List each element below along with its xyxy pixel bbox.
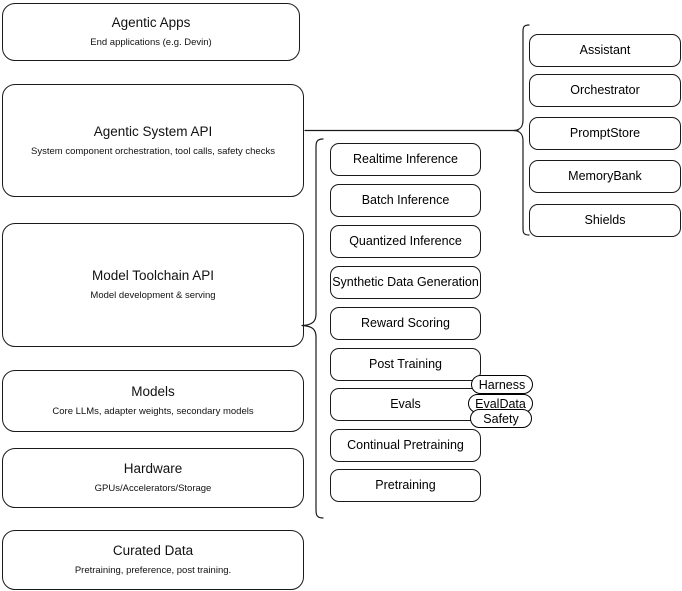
layer-title: Agentic Apps xyxy=(111,15,191,31)
capability-label: Realtime Inference xyxy=(353,151,458,166)
capability-label: Reward Scoring xyxy=(361,315,450,330)
layer-card-agentic-apps[interactable]: Agentic Apps End applications (e.g. Devi… xyxy=(2,3,300,61)
layer-title: Agentic System API xyxy=(93,123,213,139)
connector-line-system-api-to-components xyxy=(304,120,520,142)
capability-label: Quantized Inference xyxy=(349,233,462,248)
layer-card-model-toolchain-api[interactable]: Model Toolchain API Model development & … xyxy=(2,223,304,347)
layer-subtitle: GPUs/Accelerators/Storage xyxy=(94,483,212,494)
layer-subtitle: System component orchestration, tool cal… xyxy=(31,145,275,157)
capability-label: Pretraining xyxy=(375,477,436,492)
capability-quantized-inference[interactable]: Quantized Inference xyxy=(330,225,481,258)
layer-title: Model Toolchain API xyxy=(91,268,215,284)
component-label: Assistant xyxy=(579,42,631,57)
capability-realtime-inference[interactable]: Realtime Inference xyxy=(330,143,481,176)
brace-agentic-system-components xyxy=(512,24,534,236)
component-label: Shields xyxy=(584,212,626,227)
layer-subtitle: End applications (e.g. Devin) xyxy=(90,37,212,48)
capability-label: Batch Inference xyxy=(361,192,450,207)
evals-pill-harness[interactable]: Harness xyxy=(471,375,533,394)
capability-label: Continual Pretraining xyxy=(347,437,464,452)
layer-subtitle: Model development & serving xyxy=(90,290,216,301)
layer-title: Models xyxy=(131,384,175,400)
capability-label: Post Training xyxy=(369,356,442,371)
component-shields[interactable]: Shields xyxy=(529,204,681,237)
brace-model-toolchain-capabilities xyxy=(300,138,326,520)
capability-evals[interactable]: Evals xyxy=(330,388,481,421)
capability-reward-scoring[interactable]: Reward Scoring xyxy=(330,307,481,340)
evals-pill-label: EvalData xyxy=(475,396,526,411)
component-label: PromptStore xyxy=(569,125,641,140)
capability-post-training[interactable]: Post Training xyxy=(330,348,481,381)
layer-card-agentic-system-api[interactable]: Agentic System API System component orch… xyxy=(2,84,304,197)
layer-subtitle: Pretraining, preference, post training. xyxy=(74,565,232,576)
evals-pill-label: Harness xyxy=(478,377,526,392)
capability-label: Evals xyxy=(390,396,421,411)
layer-title: Hardware xyxy=(123,461,183,477)
layer-title: Curated Data xyxy=(112,543,194,559)
layer-card-curated-data[interactable]: Curated Data Pretraining, preference, po… xyxy=(2,530,304,590)
layer-card-models[interactable]: Models Core LLMs, adapter weights, secon… xyxy=(2,370,304,432)
layer-card-hardware[interactable]: Hardware GPUs/Accelerators/Storage xyxy=(2,448,304,508)
component-promptstore[interactable]: PromptStore xyxy=(529,117,681,150)
capability-pretraining[interactable]: Pretraining xyxy=(330,469,481,502)
component-label: Orchestrator xyxy=(570,82,640,97)
capability-label: Synthetic Data Generation xyxy=(332,274,479,289)
component-memorybank[interactable]: MemoryBank xyxy=(529,160,681,193)
capability-synthetic-data-generation[interactable]: Synthetic Data Generation xyxy=(330,266,481,299)
component-assistant[interactable]: Assistant xyxy=(529,34,681,67)
capability-continual-pretraining[interactable]: Continual Pretraining xyxy=(330,429,481,462)
evals-pill-label: Safety xyxy=(483,411,519,426)
layer-subtitle: Core LLMs, adapter weights, secondary mo… xyxy=(52,406,254,417)
component-orchestrator[interactable]: Orchestrator xyxy=(529,74,681,107)
evals-pill-safety[interactable]: Safety xyxy=(470,409,532,428)
component-label: MemoryBank xyxy=(568,168,642,183)
capability-batch-inference[interactable]: Batch Inference xyxy=(330,184,481,217)
